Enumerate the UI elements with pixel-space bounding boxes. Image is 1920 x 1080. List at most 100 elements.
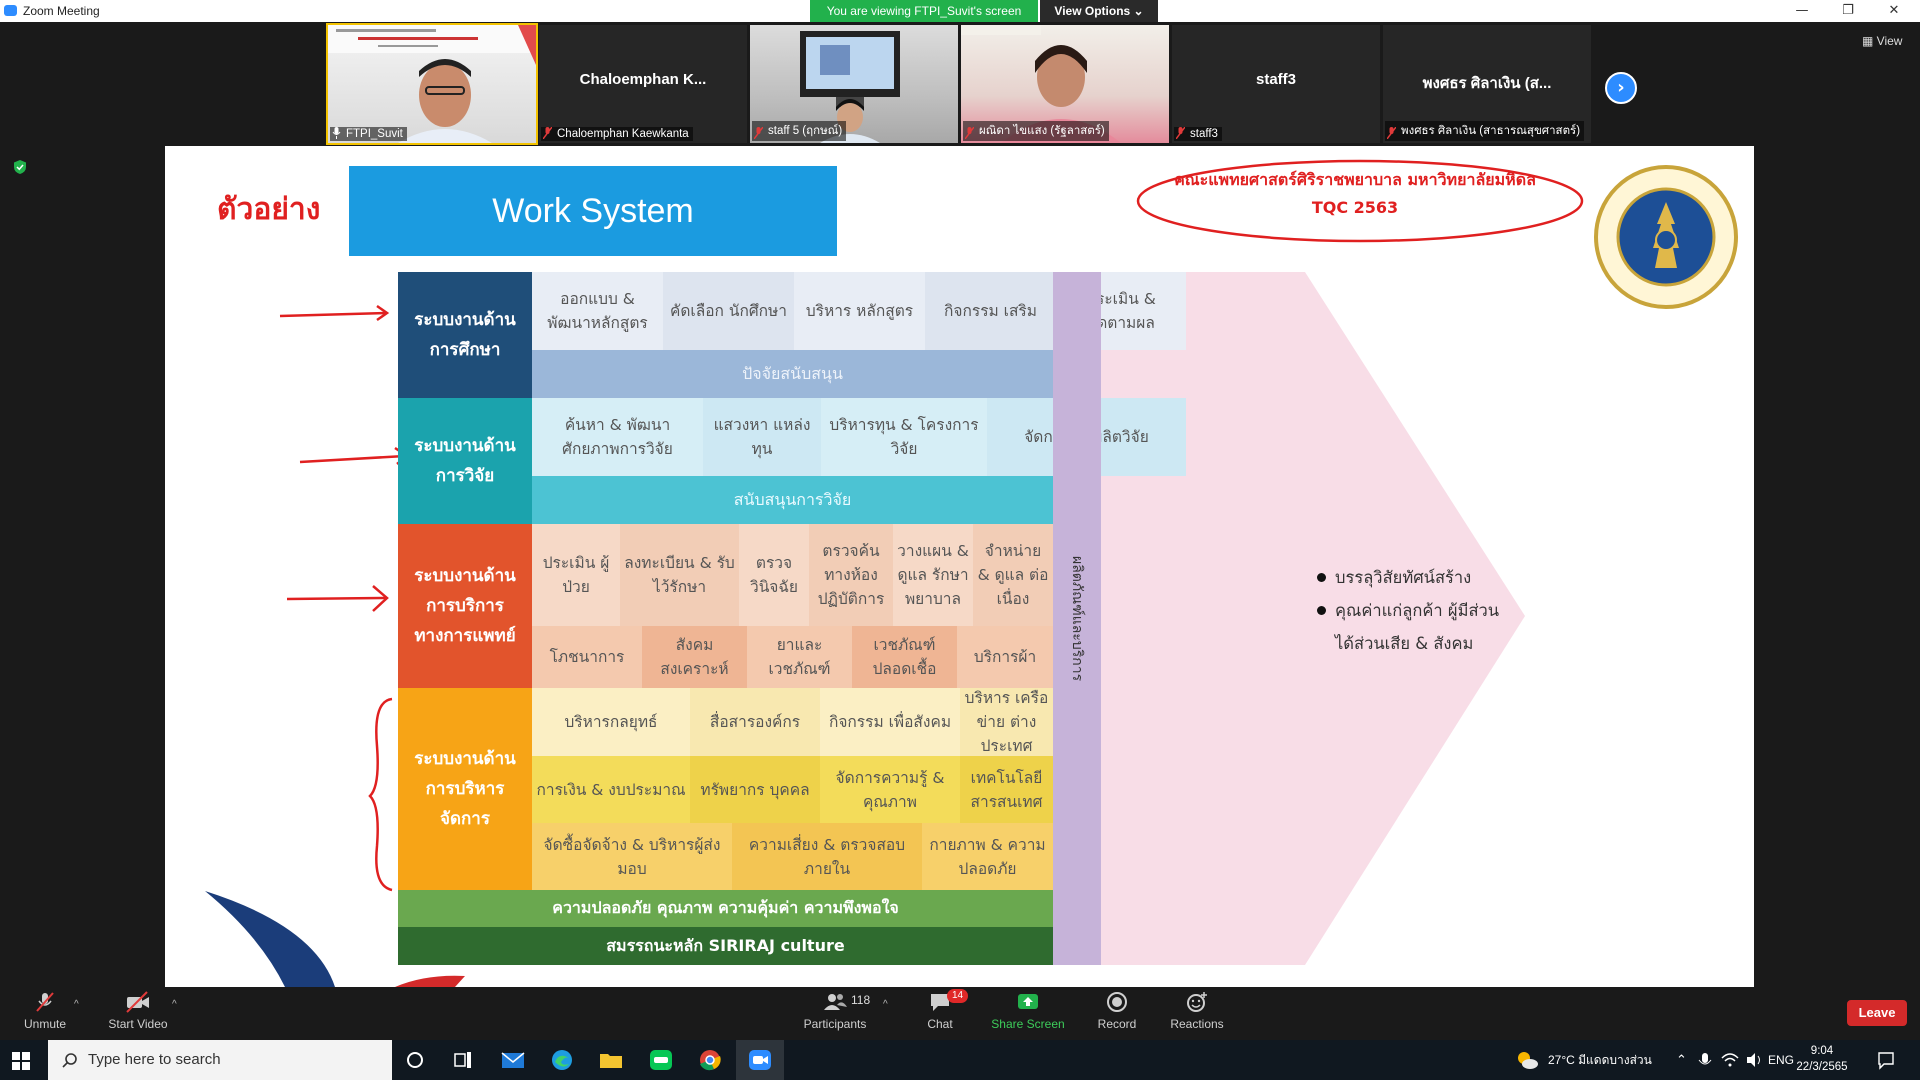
weather-sun-icon[interactable] [1514,1048,1540,1072]
grid-icon: ▦ [1862,34,1877,48]
weather-text[interactable]: 27°C มีแดดบางส่วน [1548,1053,1652,1067]
next-page-arrow-icon[interactable]: › [1605,72,1637,104]
participant-tile[interactable]: ผณิดา ไขแสง (รัฐลาสตร์) [961,25,1169,143]
education-system-label: ระบบงานด้านการศึกษา [398,272,532,398]
example-label: ตัวอย่าง [217,192,321,227]
zoom-app-icon [4,5,17,16]
research-step: บริหารทุน & โครงการวิจัย [821,398,987,476]
share-screen-button[interactable]: Share Screen [983,991,1073,1031]
research-system-label: ระบบงานด้านการวิจัย [398,398,532,524]
notifications-icon[interactable] [1876,1048,1896,1072]
clock-date: 22/3/2565 [1796,1061,1848,1073]
participant-tile[interactable]: พงศธร ศิลาเงิน (ส... พงศธร ศิลาเงิน (สาธ… [1383,25,1591,143]
windows-taskbar: Type here to search 27°C มีแดดบางส่วน ⌃ … [0,1040,1920,1080]
start-video-label: Start Video [108,1017,168,1031]
faculty-name: คณะแพทยศาสตร์ศิริราชพยาบาล มหาวิทยาลัยมห… [1174,170,1536,189]
muted-microphone-icon [1176,127,1185,139]
participant-display-name: Chaloemphan K... [579,71,707,88]
muted-microphone-icon [754,127,763,139]
restore-button[interactable]: ❐ [1842,3,1854,18]
participant-name-tag: staff 5 (ฤกษณ์) [752,121,847,141]
chat-bubble-icon [931,994,949,1011]
video-off-icon [126,991,149,1013]
video-options-caret-icon[interactable]: ^ [172,999,177,1010]
participant-strip: FTPI_Suvit Chaloemphan K... Chaloemphan … [0,22,1920,145]
management-step: กิจกรรม เพื่อสังคม [820,688,960,756]
management-brace-annotation [368,697,393,892]
reactions-smiley-icon [1187,992,1207,1012]
education-step: บริหาร หลักสูตร [794,272,925,350]
chat-unread-badge: 14 [947,989,969,1003]
participant-display-name: staff3 [1255,71,1296,88]
medical-support: เวชภัณฑ์ ปลอดเชื้อ [852,626,957,688]
record-button[interactable]: Record [1072,991,1162,1031]
participant-video-staff5 [800,31,900,143]
participant-tile[interactable]: staff 5 (ฤกษณ์) [750,25,958,143]
medical-support: บริการผ้า [957,626,1053,688]
task-view-icon[interactable] [450,1048,476,1072]
record-label: Record [1097,1017,1137,1031]
muted-microphone-icon [1387,127,1396,139]
products-services-bar [1053,272,1101,965]
participant-tile[interactable]: Chaloemphan K... Chaloemphan Kaewkanta [539,25,747,143]
chrome-browser-icon[interactable] [697,1048,723,1072]
participants-button[interactable]: Participants [790,991,880,1031]
muted-microphone-icon [543,127,552,139]
management-step: เทคโนโลยี สารสนเทศ [960,756,1053,823]
management-step: ทรัพยากร บุคคล [690,756,820,823]
participant-name-tag: FTPI_Suvit [330,127,407,141]
reactions-label: Reactions [1170,1017,1224,1031]
education-step: กิจกรรม เสริม [925,272,1056,350]
education-step: คัดเลือก นักศึกษา [663,272,794,350]
file-explorer-icon[interactable] [598,1048,624,1072]
medical-step: ประเมิน ผู้ป่วย [532,524,620,626]
participant-video-ftpi [328,25,536,143]
participants-label: Participants [803,1017,867,1031]
taskbar-search-box[interactable]: Type here to search [48,1040,392,1080]
language-indicator[interactable]: ENG [1768,1053,1795,1067]
search-placeholder: Type here to search [88,1051,221,1068]
zoom-app-taskbar-icon[interactable] [747,1048,773,1072]
participant-tile[interactable]: FTPI_Suvit [326,23,538,145]
participants-icon [824,994,847,1010]
research-step: แสวงหา แหล่งทุน [703,398,821,476]
volume-icon[interactable] [1744,1048,1764,1072]
line-app-icon[interactable] [648,1048,674,1072]
hidden-icons-chevron-icon[interactable]: ⌃ [1676,1052,1687,1067]
wifi-icon[interactable] [1720,1048,1740,1072]
search-icon [62,1053,77,1068]
mail-icon[interactable] [500,1048,526,1072]
reactions-button[interactable]: Reactions [1152,991,1242,1031]
participants-count: 118 [851,993,871,1007]
audio-options-caret-icon[interactable]: ^ [74,999,79,1010]
management-step: จัดการความรู้ & คุณภาพ [820,756,960,823]
view-label: View [1876,34,1903,48]
meeting-toolbar: Unmute ^ Start Video ^ Participants 118 … [0,987,1920,1040]
chat-button[interactable]: Chat 14 [895,989,985,1031]
medical-step: ตรวจค้น ทางห้อง ปฏิบัติการ [809,524,893,626]
view-options-button[interactable]: View Options ⌄ [1040,0,1158,22]
medical-step: ลงทะเบียน & รับไว้รักษา [620,524,739,626]
participants-caret-icon[interactable]: ^ [883,999,888,1010]
close-button[interactable]: ✕ [1888,3,1900,18]
medical-service-system-label: ระบบงานด้านการบริการทางการแพทย์ [398,524,532,688]
windows-start-icon[interactable] [12,1052,30,1070]
faculty-circle-annotation [1136,159,1584,243]
leave-meeting-button[interactable]: Leave [1847,1000,1907,1026]
taskbar-clock[interactable]: 9:04 22/3/2565 [1792,1043,1852,1075]
clock-time: 9:04 [1810,1045,1834,1057]
minimize-button[interactable]: — [1795,3,1809,18]
education-step: ออกแบบ & พัฒนาหลักสูตร [532,272,663,350]
start-video-button[interactable]: Start Video [93,991,183,1031]
view-button[interactable]: ▦ View [1862,34,1902,48]
shared-screen-slide[interactable]: ตัวอย่าง Work System คณะแพทยศาสตร์ศิริรา… [165,146,1754,987]
encryption-shield-icon[interactable] [14,160,26,174]
microphone-tray-icon[interactable] [1696,1048,1714,1072]
unmute-button[interactable]: Unmute [0,991,90,1031]
medical-step: วางแผน & ดูแล รักษา พยาบาล [893,524,973,626]
management-step: สื่อสารองค์กร [690,688,820,756]
cortana-icon[interactable] [402,1048,428,1072]
edge-browser-icon[interactable] [549,1048,575,1072]
participant-tile[interactable]: staff3 staff3 [1172,25,1380,143]
